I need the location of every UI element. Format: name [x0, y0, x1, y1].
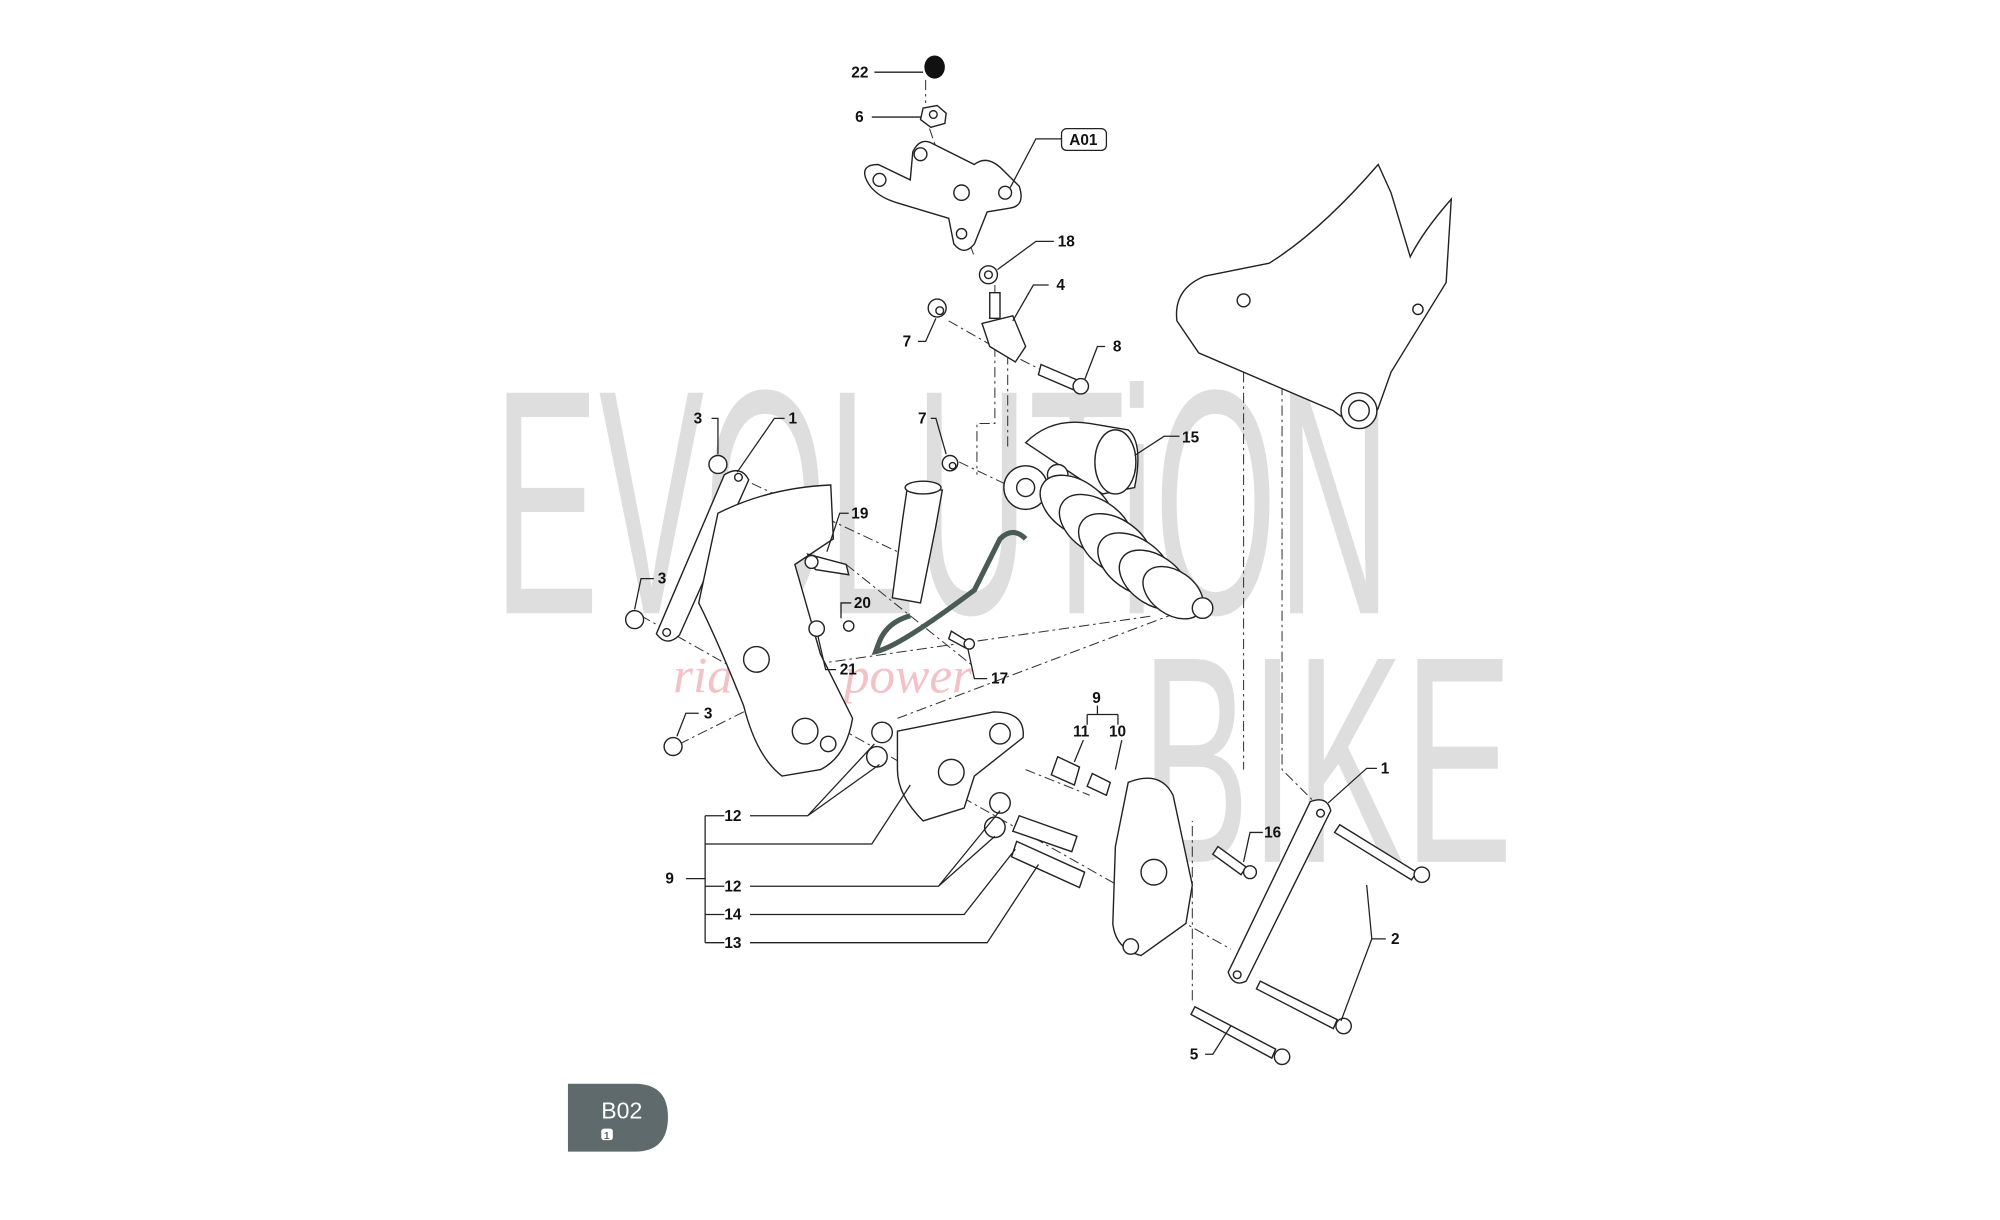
part-swingarm: [1175, 163, 1453, 430]
callout-7: 7: [918, 410, 927, 427]
part-bush-3: [624, 454, 728, 757]
shock-spring: [1039, 474, 1204, 620]
part-top-mount-A01: [864, 140, 1022, 252]
part-clevis-4: [981, 291, 1027, 363]
callout-15: 15: [1182, 430, 1200, 447]
part-bolt-5: [1190, 1005, 1291, 1066]
callout-labels: 22 6 A01 18 4 7 8 3 1 7 15 19 3 20 21 17…: [658, 64, 1400, 1063]
callout-14: 14: [724, 907, 742, 924]
callout-1: 1: [788, 410, 797, 427]
part-bolt-20: [842, 620, 855, 632]
callout-19: 19: [851, 505, 868, 522]
part-spacer-13: [1010, 840, 1086, 889]
part-hose: [871, 529, 1028, 655]
callout-4: 4: [1056, 277, 1065, 294]
part-frame-bracket: [697, 484, 854, 777]
callout-3: 3: [658, 571, 667, 588]
callout-20: 20: [854, 595, 871, 612]
part-shock-absorber-15: [1003, 421, 1214, 620]
callout-17: 17: [991, 671, 1008, 688]
watermark-bike: BIKE: [1141, 596, 1513, 925]
callout-18: 18: [1058, 234, 1076, 251]
callout-13: 13: [724, 935, 741, 952]
callout-12: 12: [724, 808, 741, 825]
part-bush-10: [1086, 772, 1112, 797]
callout-5: 5: [1190, 1046, 1199, 1063]
callout-box-A01: [1060, 127, 1108, 152]
callout-9: 9: [665, 871, 674, 888]
part-bush-11: [1050, 755, 1081, 786]
callout-22: 22: [851, 64, 868, 81]
callout-6: 6: [855, 109, 864, 126]
leader-lines: [633, 71, 1386, 1055]
part-bolt-17: [947, 630, 976, 650]
part-nut-6: [919, 104, 947, 129]
part-bolt-16: [1211, 845, 1258, 880]
callout-12: 12: [724, 878, 741, 895]
part-reservoir: [871, 480, 1028, 655]
section-badge: B02 1: [567, 1083, 668, 1152]
callout-7: 7: [903, 334, 912, 351]
part-rocker-9: [896, 711, 1024, 822]
callout-3: 3: [694, 410, 703, 427]
part-washer-18: [978, 265, 999, 285]
part-cap-22: [924, 55, 945, 79]
part-link-rod-1-right: [1227, 799, 1332, 984]
part-clip-21: [808, 620, 826, 637]
part-bolt-8: [1037, 363, 1090, 395]
callout-10: 10: [1109, 723, 1126, 740]
callout-8: 8: [1113, 339, 1122, 356]
part-lower-mount: [1112, 777, 1194, 957]
callout-2: 2: [1391, 931, 1400, 948]
part-bolt-2: [1255, 823, 1431, 1035]
callout-A01: A01: [1069, 132, 1098, 149]
callout-16: 16: [1264, 825, 1281, 842]
callout-9: 9: [1092, 690, 1101, 707]
badge-code: B02: [601, 1097, 642, 1123]
callout-1: 1: [1381, 760, 1390, 777]
part-bearing-12: [865, 721, 1011, 839]
callout-3: 3: [704, 705, 713, 722]
callout-21: 21: [840, 662, 858, 679]
badge-sub: 1: [604, 1131, 610, 1142]
callout-11: 11: [1073, 723, 1090, 740]
part-nut-7-upper: [927, 298, 947, 318]
part-spacer-14: [1011, 814, 1078, 853]
part-clamp-19: [804, 553, 850, 576]
part-nut-7-lower: [941, 454, 959, 472]
